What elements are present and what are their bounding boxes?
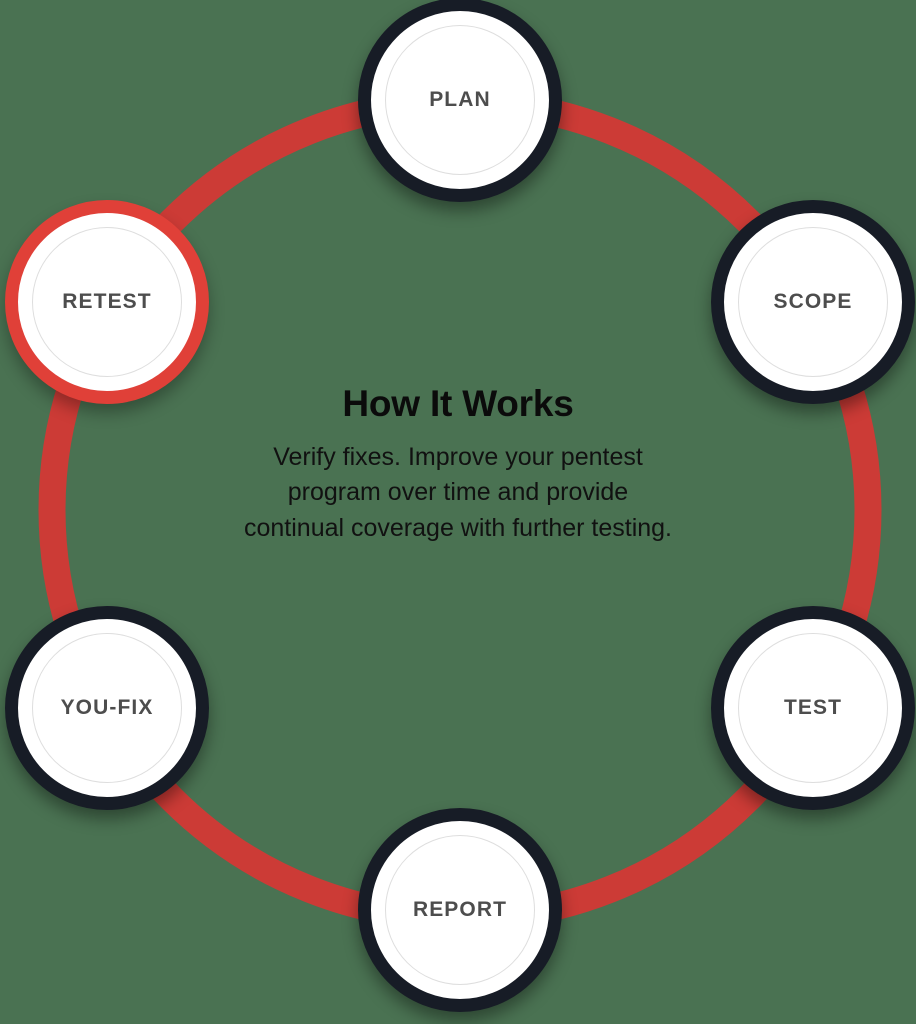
cycle-step-you-fix-label: YOU-FIX	[60, 696, 154, 719]
cycle-step-test-label: TEST	[783, 696, 843, 719]
cycle-step-test[interactable]: TEST	[711, 606, 915, 810]
cycle-step-plan-label: PLAN	[429, 88, 491, 111]
cycle-step-scope[interactable]: SCOPE	[711, 200, 915, 404]
cycle-step-retest[interactable]: RETEST	[5, 200, 209, 404]
cycle-step-you-fix[interactable]: YOU-FIX	[5, 606, 209, 810]
cycle-step-scope-label: SCOPE	[773, 290, 853, 313]
cycle-step-report[interactable]: REPORT	[358, 808, 562, 1012]
cycle-step-report-label: REPORT	[412, 898, 508, 921]
cycle-step-retest-label: RETEST	[62, 290, 152, 313]
cycle-step-plan[interactable]: PLAN	[358, 0, 562, 202]
